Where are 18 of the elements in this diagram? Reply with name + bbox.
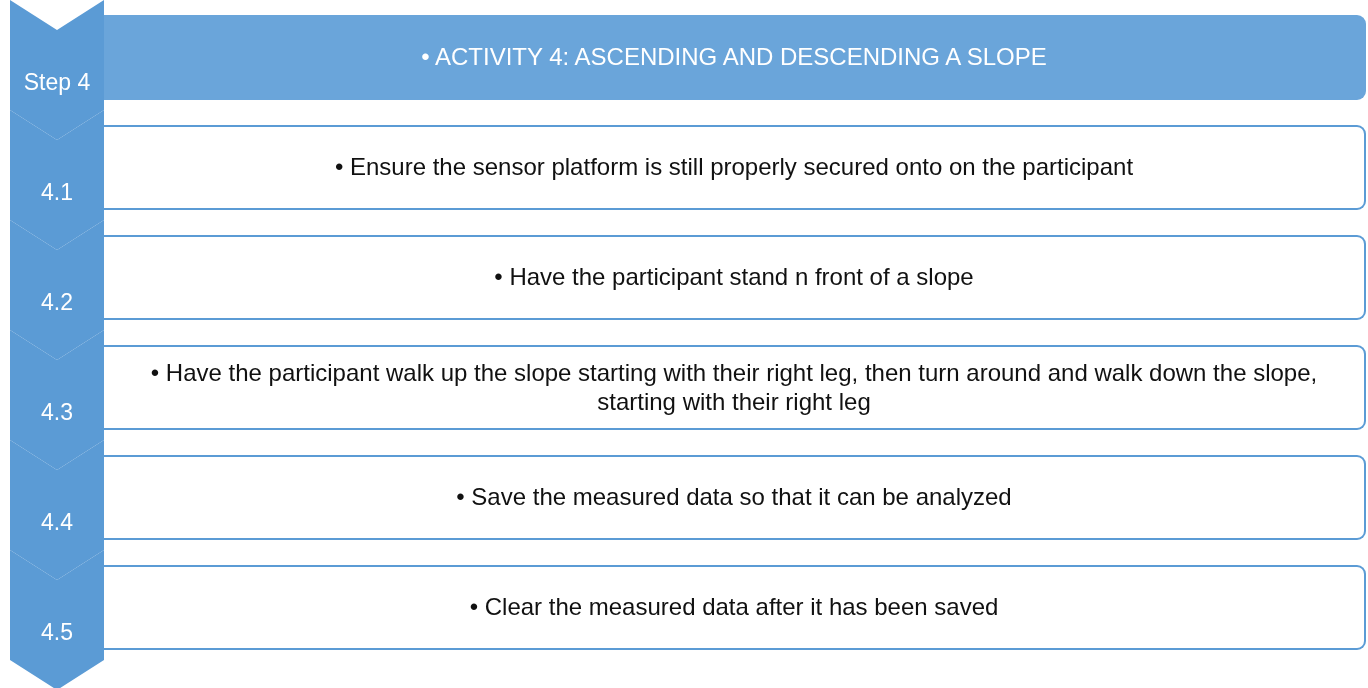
step-text: • Ensure the sensor platform is still properly secured onto on the participant <box>333 153 1135 182</box>
step-text: • Have the participant walk up the slope starting with their right leg, then turn around and walk down the slope, starting with their right leg <box>149 358 1319 417</box>
step-number: Step 4 <box>23 69 91 96</box>
step-box <box>104 235 1366 320</box>
step-text: • Have the participant stand n front of a slope <box>493 263 975 292</box>
step-number: 4.2 <box>41 289 73 316</box>
header-bar <box>104 15 1366 100</box>
step-text: • Save the measured data so that it can be analyzed <box>455 483 1013 512</box>
step-box <box>104 345 1366 430</box>
step-number: 4.4 <box>41 509 73 536</box>
step-number: 4.1 <box>41 179 73 206</box>
step-box <box>104 455 1366 540</box>
step-number: 4.5 <box>41 619 73 646</box>
step-text: • Clear the measured data after it has been saved <box>468 593 1000 622</box>
step-number: 4.3 <box>41 399 73 426</box>
step-box <box>104 565 1366 650</box>
step-box <box>104 125 1366 210</box>
header-title: • ACTIVITY 4: ASCENDING AND DESCENDING A SLOPE <box>420 43 1048 72</box>
